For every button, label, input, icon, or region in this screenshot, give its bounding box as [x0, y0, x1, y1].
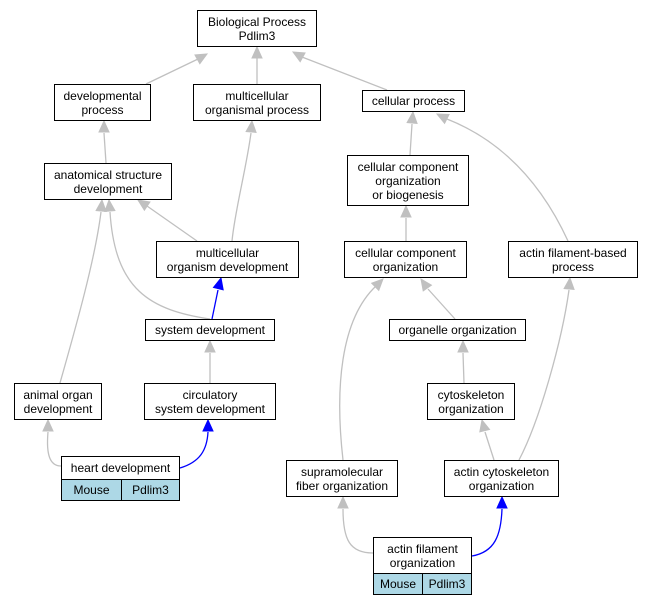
node-actin-filament-based-process[interactable]: actin filament-based process [508, 241, 638, 278]
edge-organelle-to-cco-arrowhead [420, 278, 433, 292]
edge-sysdev-to-multidev [211, 276, 224, 320]
edge-multiproc-to-bp [251, 45, 263, 84]
edge-circ-to-sysdev [204, 339, 216, 383]
node-multicellular-organismal-process[interactable]: multicellular organismal process [193, 84, 321, 121]
node-anatomical-structure-development[interactable]: anatomical structure development [44, 163, 172, 200]
edge-heart-to-circ [179, 418, 214, 469]
edge-supramol-to-cco [339, 278, 384, 461]
edge-anat-to-devproc-arrowhead [98, 119, 110, 133]
edge-actinfil-to-actincyto-arrowhead [496, 495, 508, 509]
edge-actincyto-to-cytoskel-arrowhead [479, 418, 491, 433]
edge-actinfil-to-actincyto [471, 495, 508, 557]
edge-actinbased-to-cellproc [435, 113, 569, 242]
edge-sysdev-to-anat [104, 198, 211, 320]
edge-circ-to-sysdev-arrowhead [204, 339, 216, 353]
edge-ccob-to-cellproc-arrowhead [406, 110, 418, 124]
edge-multidev-to-anat-arrowhead [136, 199, 151, 212]
node-circulatory-system-development[interactable]: circulatory system development [144, 383, 276, 420]
edge-ccob-to-cellproc [406, 110, 418, 156]
edge-multiproc-to-bp-arrowhead [251, 45, 263, 59]
node-animal-organ-development[interactable]: animal organ development [14, 383, 102, 420]
edge-actinfil-to-supramol [337, 495, 374, 554]
annotation-actin-filament-gene: Pdlim3 [422, 573, 472, 595]
edge-cytoskel-to-organelle [457, 339, 469, 384]
edge-actinbased-to-cellproc-arrowhead [435, 113, 450, 125]
node-supramolecular-fiber-organization[interactable]: supramolecular fiber organization [286, 460, 398, 497]
edge-heart-to-circ-arrowhead [202, 418, 214, 432]
edge-cytoskel-to-organelle-arrowhead [457, 339, 469, 353]
node-actin-filament-organization[interactable]: actin filament organization [373, 537, 472, 574]
edge-actincyto-to-cytoskel [479, 418, 495, 461]
annotation-actin-filament-species: Mouse [373, 573, 423, 595]
edge-actincyto-to-actinbased-arrowhead [563, 276, 575, 290]
edge-sysdev-to-anat-arrowhead [104, 198, 116, 212]
edge-anat-to-devproc [98, 119, 110, 164]
edge-supramol-to-cco-arrowhead [370, 278, 384, 292]
node-system-development[interactable]: system development [145, 319, 275, 341]
edge-sysdev-to-multidev-arrowhead [212, 276, 224, 291]
edge-multidev-to-multiproc-arrowhead [245, 119, 257, 133]
node-biological-process[interactable]: Biological Process Pdlim3 [197, 10, 317, 47]
node-cellular-component-organization[interactable]: cellular component organization [344, 241, 467, 278]
edge-multidev-to-anat [136, 199, 198, 242]
annotation-heart-gene: Pdlim3 [121, 479, 180, 501]
edge-heart-to-animal [42, 418, 62, 467]
edge-cco-to-ccob-arrowhead [400, 204, 412, 218]
edge-actincyto-to-actinbased [518, 276, 575, 461]
annotation-heart-species: Mouse [61, 479, 122, 501]
node-organelle-organization[interactable]: organelle organization [389, 319, 526, 341]
edge-devproc-to-bp-arrowhead [194, 53, 209, 65]
node-cellular-component-organization-or-biogenesis[interactable]: cellular component organization or bioge… [347, 155, 469, 206]
node-multicellular-organism-development[interactable]: multicellular organism development [156, 241, 299, 278]
node-actin-cytoskeleton-organization[interactable]: actin cytoskeleton organization [444, 460, 559, 497]
edge-heart-to-animal-arrowhead [42, 418, 54, 432]
edge-multidev-to-multiproc [231, 119, 257, 242]
edge-organelle-to-cco [420, 278, 456, 320]
node-heart-development[interactable]: heart development [61, 456, 180, 480]
node-developmental-process[interactable]: developmental process [54, 84, 151, 121]
edge-cellproc-to-bp-arrowhead [291, 51, 306, 63]
edge-devproc-to-bp [145, 53, 209, 85]
node-cellular-process[interactable]: cellular process [362, 90, 465, 112]
edge-cellproc-to-bp [291, 51, 388, 91]
edge-animal-to-anat-arrowhead [95, 198, 107, 212]
edge-animal-to-anat [59, 198, 107, 384]
node-cytoskeleton-organization[interactable]: cytoskeleton organization [427, 383, 515, 420]
edge-actinfil-to-supramol-arrowhead [337, 495, 349, 509]
edge-cco-to-ccob [400, 204, 412, 241]
